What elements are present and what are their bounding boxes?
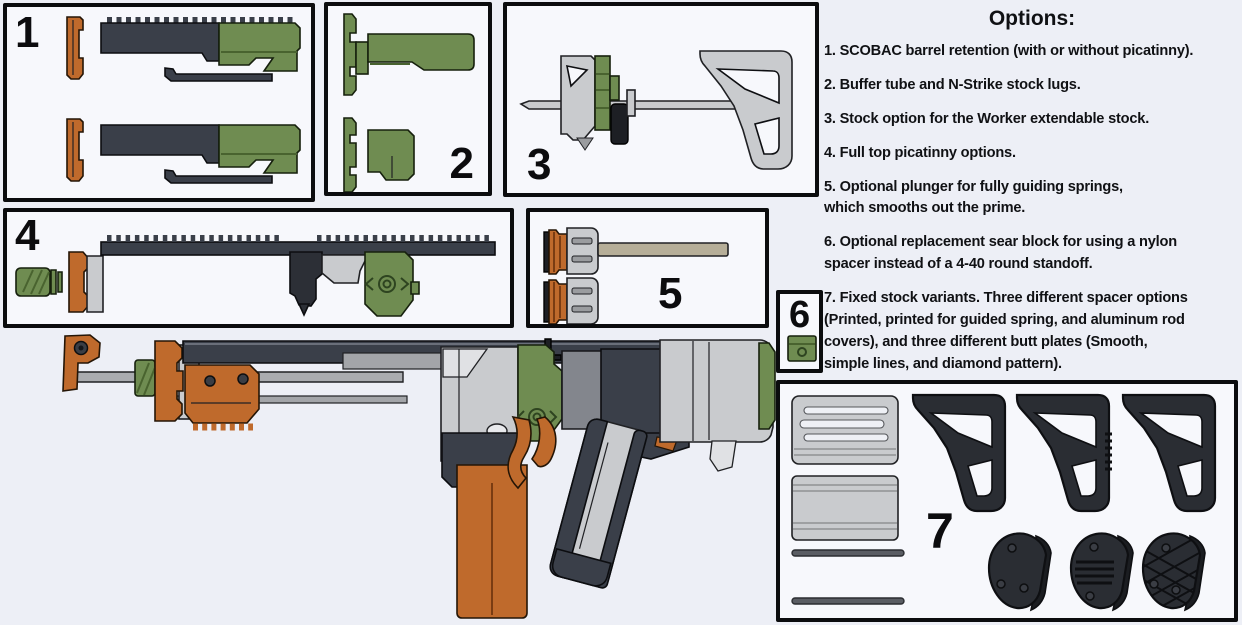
plunger-illustration [543, 227, 729, 324]
barrel-retention-illustration [66, 16, 301, 184]
buffer-tube [343, 13, 475, 96]
panel-3-worker-stock: 3 [503, 2, 819, 197]
muzzle-knurl-ring [134, 359, 157, 397]
fixed-stock-variants-illustration [791, 393, 1217, 612]
front-cap [68, 251, 90, 313]
panel-5-plunger: 5 [526, 208, 769, 328]
rear-plunger-tube [659, 339, 776, 472]
front-sight [62, 334, 101, 392]
spacer-printed [791, 395, 899, 465]
butt-plate-diamond [1141, 532, 1206, 612]
option-item-7: 7. Fixed stock variants. Three different… [824, 290, 1188, 372]
trigger [530, 416, 557, 468]
panel-4-number: 4 [15, 211, 40, 260]
logo-block [364, 251, 420, 317]
panel-2-buffer-tube: 2 [324, 2, 492, 196]
panel-3-number: 3 [527, 140, 552, 189]
panel-5-number: 5 [658, 269, 683, 318]
panel-7-fixed-stocks: 7 [776, 380, 1238, 622]
aluminum-rod-1 [791, 549, 905, 557]
option-item-3: 3. Stock option for the Worker extendabl… [824, 110, 1150, 127]
worker-extendable-stock [699, 50, 793, 170]
panel-2-number: 2 [449, 139, 474, 188]
barrel-retention-plain-variant [66, 118, 301, 184]
buffer-tube-illustration [343, 13, 475, 192]
option-item-5: 5. Optional plunger for fully guiding sp… [824, 178, 1123, 217]
option-item-1: 1. SCOBAC barrel retention (with or with… [824, 43, 1194, 59]
option-item-2: 2. Buffer tube and N-Strike stock lugs. [824, 76, 1081, 93]
panel-7-number: 7 [926, 503, 954, 559]
butt-plate-smooth [987, 532, 1052, 612]
bolt-bar [342, 352, 444, 370]
magazine [456, 464, 528, 619]
barrel-retention-picatinny-variant [66, 16, 301, 82]
fixed-stock-smooth [911, 393, 1007, 513]
panel-6-sear-block: 6 [776, 290, 823, 373]
aluminum-rod-2 [791, 597, 905, 605]
priming-lever [507, 415, 532, 490]
muzzle-thumbscrew [15, 267, 63, 297]
stock-lug-tab [709, 440, 737, 472]
full-picatinny-illustration [15, 235, 496, 317]
rail-insert [321, 254, 370, 284]
fixed-stock-ribbed [1015, 393, 1112, 513]
spacer-guided-spring [791, 475, 899, 541]
end-cap [758, 342, 776, 430]
butt-plate-lines [1069, 532, 1134, 612]
plunger-with-guide-rod [543, 227, 729, 275]
n-strike-stock-lug [343, 117, 415, 192]
fixed-stock-plain [1121, 393, 1217, 513]
pistol-grip [549, 418, 648, 589]
plunger-standard [543, 277, 599, 324]
pump-flange [154, 340, 184, 422]
panel-4-full-picatinny: 4 [3, 208, 514, 328]
panel-6-number: 6 [789, 294, 811, 336]
option-item-6: 6. Optional replacement sear block for u… [824, 234, 1177, 273]
option-item-4: 4. Full top picatinny options. [824, 144, 1016, 161]
assembled-blaster-render [62, 334, 776, 619]
mid-block [289, 251, 323, 317]
panel-1-number: 1 [15, 8, 40, 57]
options-panel: Options: 1. SCOBAC barrel retention (wit… [824, 0, 1240, 388]
options-title: Options: [988, 7, 1076, 30]
panel-1-barrel-retention: 1 [3, 3, 315, 202]
front-plate [86, 255, 104, 313]
handguard [184, 364, 260, 431]
worker-stock-illustration [519, 50, 793, 170]
stock-carrier [560, 55, 636, 151]
sear-block-illustration [787, 335, 817, 362]
bolt-cover-panel [561, 350, 605, 430]
